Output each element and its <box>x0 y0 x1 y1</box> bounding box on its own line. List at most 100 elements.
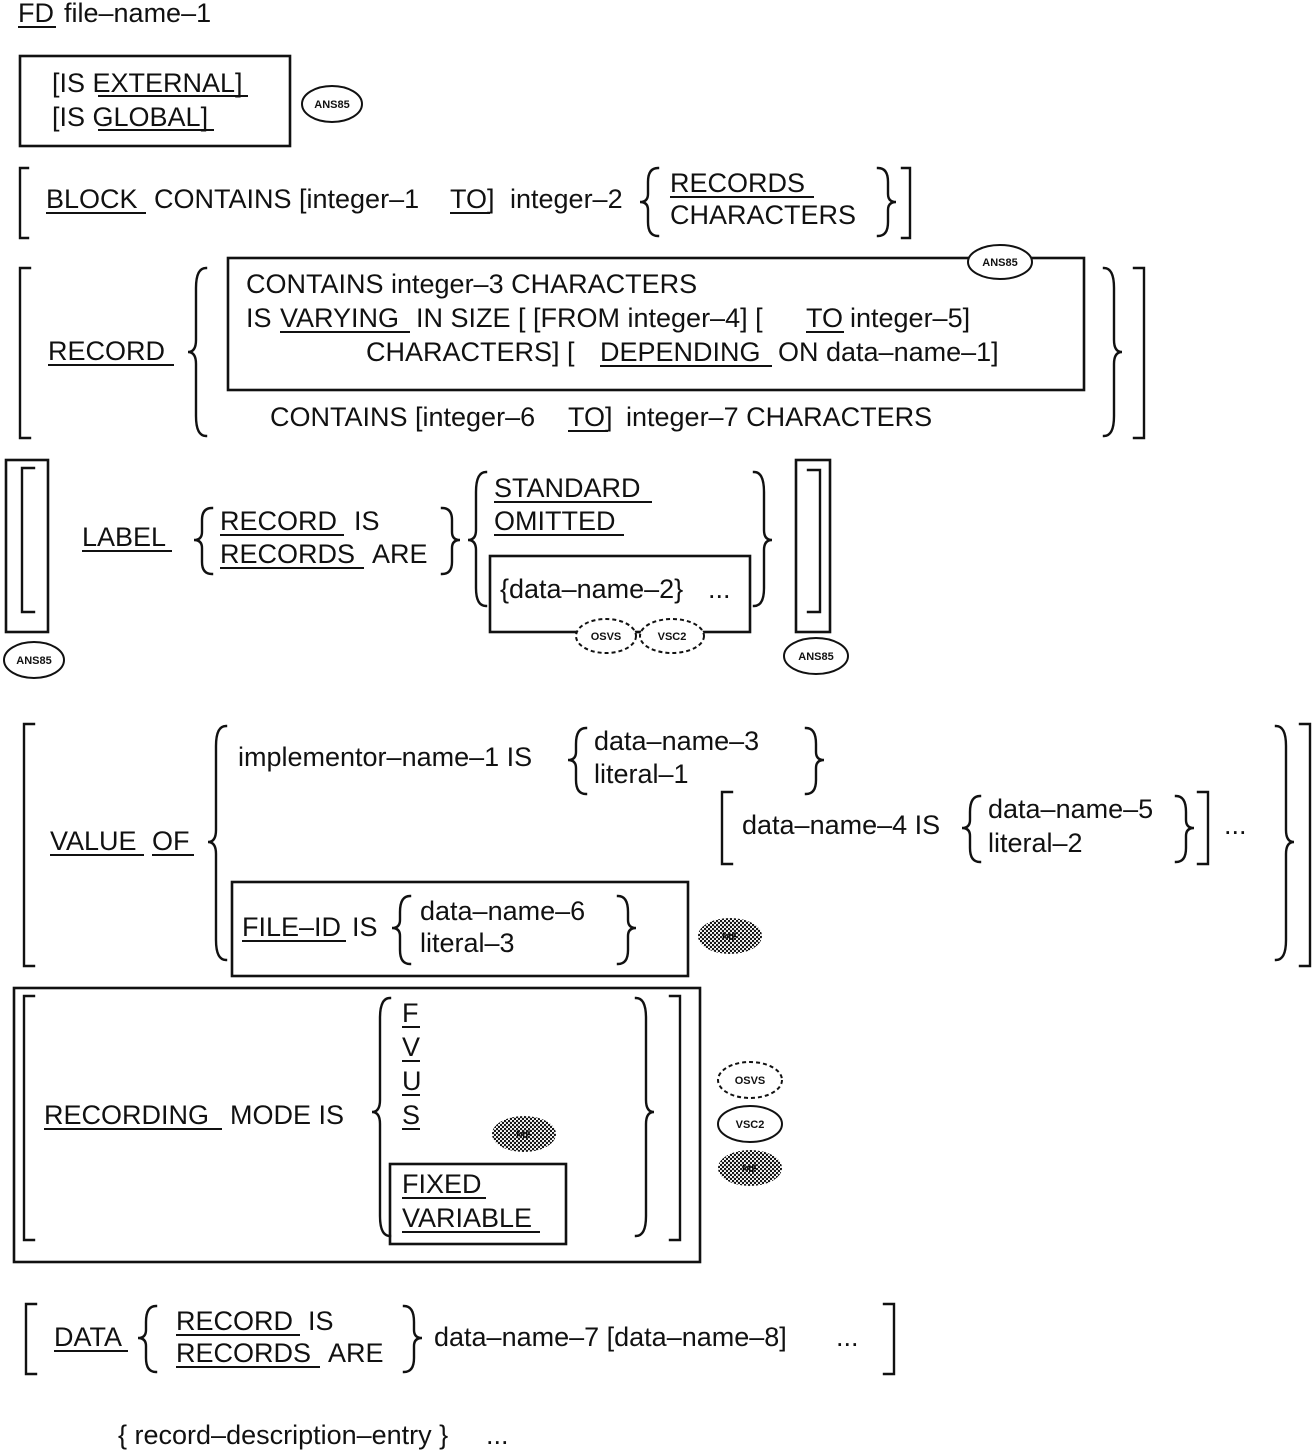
recording-mode-clause: RECORDING MODE IS F V U S MF FIXED VARIA… <box>12 986 783 1264</box>
label-left-box <box>4 458 50 634</box>
fd-header: FD file–name–1 <box>18 0 211 28</box>
svg-text:integer–7 CHARACTERS: integer–7 CHARACTERS <box>626 402 932 432</box>
ans85-badge: ANS85 <box>967 244 1033 280</box>
record-clause: RECORD ANS85 CONTAINS integer–3 CHARACTE… <box>18 244 1146 440</box>
svg-text:implementor–name–1 IS: implementor–name–1 IS <box>238 742 532 772</box>
osvs-badge: OSVS <box>717 1061 783 1099</box>
record-keyword: RECORD <box>48 336 165 366</box>
svg-text:ANS85: ANS85 <box>798 651 833 663</box>
value-of-clause: VALUE OF implementor–name–1 IS data–name… <box>22 722 1312 978</box>
block-characters: CHARACTERS <box>670 200 856 230</box>
block-keyword: BLOCK <box>46 184 138 214</box>
svg-text:{ record–description–entry }: { record–description–entry } <box>118 1420 448 1450</box>
omitted: OMITTED <box>494 506 616 536</box>
file-id-keyword: FILE–ID <box>242 912 341 942</box>
svg-text:MODE IS: MODE IS <box>230 1100 344 1130</box>
svg-text:CONTAINS [integer–6: CONTAINS [integer–6 <box>270 402 535 432</box>
mode-s: S <box>402 1100 420 1130</box>
external-global-clause: [IS EXTERNAL] [IS GLOBAL] ANS85 <box>18 54 363 148</box>
block-integer2: integer–2 <box>510 184 623 214</box>
svg-text:RECORDS: RECORDS <box>220 539 355 569</box>
svg-text:RECORDS: RECORDS <box>176 1338 311 1368</box>
is-global: [IS GLOBAL] <box>52 102 208 132</box>
svg-text:{data–name–2}: {data–name–2} <box>500 574 683 604</box>
svg-text:integer–5]: integer–5] <box>850 303 970 333</box>
svg-text:MF: MF <box>742 1163 758 1175</box>
svg-text:ARE: ARE <box>328 1338 384 1368</box>
varying-keyword: VARYING <box>280 303 399 333</box>
svg-text:literal–1: literal–1 <box>594 759 689 789</box>
svg-text:...: ... <box>836 1322 859 1352</box>
recording-keyword: RECORDING <box>44 1100 209 1130</box>
value-keyword: VALUE <box>50 826 137 856</box>
depending-keyword: DEPENDING <box>600 337 761 367</box>
svg-text:literal–3: literal–3 <box>420 928 515 958</box>
svg-text:OSVS: OSVS <box>591 631 622 643</box>
recording-mode-box <box>12 986 702 1264</box>
svg-text:MF: MF <box>722 931 738 943</box>
svg-text:ANS85: ANS85 <box>16 655 51 667</box>
fixed-variable-box <box>388 1162 568 1246</box>
fd-keyword: FD <box>18 0 54 28</box>
osvs-badge: OSVS <box>575 618 637 654</box>
svg-text:RECORD: RECORD <box>176 1306 293 1336</box>
svg-text:RECORD: RECORD <box>220 506 337 536</box>
ans85-badge: ANS85 <box>301 85 363 123</box>
record-line1: CONTAINS integer–3 CHARACTERS <box>246 269 697 299</box>
is-external: [IS EXTERNAL] <box>52 68 243 98</box>
mf-badge: MF <box>718 1150 782 1186</box>
svg-text:IS: IS <box>246 303 272 333</box>
variable: VARIABLE <box>402 1203 532 1233</box>
file-id-box <box>230 880 690 978</box>
svg-text:IN SIZE [ [FROM integer–4] [: IN SIZE [ [FROM integer–4] [ <box>416 303 763 333</box>
label-clause: ANS85 LABEL RECORD IS RECORDS ARE STANDA… <box>3 458 849 679</box>
svg-text:ANS85: ANS85 <box>982 257 1017 269</box>
block-records: RECORDS <box>670 168 805 198</box>
mode-u: U <box>402 1066 422 1096</box>
svg-text:TO: TO <box>806 303 843 333</box>
standard: STANDARD <box>494 473 641 503</box>
svg-text:data–name–3: data–name–3 <box>594 726 759 756</box>
svg-text:literal–2: literal–2 <box>988 828 1083 858</box>
record-varying-box <box>226 256 1086 392</box>
svg-text:OSVS: OSVS <box>735 1075 766 1087</box>
fixed: FIXED <box>402 1169 482 1199</box>
file-name: file–name–1 <box>64 0 211 28</box>
data-keyword: DATA <box>54 1322 122 1352</box>
mf-badge: MF <box>492 1116 556 1152</box>
label-right-box <box>794 458 832 634</box>
block-clause: BLOCK CONTAINS [integer–1 TO] integer–2 … <box>18 166 912 240</box>
svg-text:data–name–6: data–name–6 <box>420 896 585 926</box>
svg-text:VSC2: VSC2 <box>658 631 687 643</box>
of-keyword: OF <box>152 826 190 856</box>
svg-text:IS: IS <box>308 1306 334 1336</box>
svg-text:MF: MF <box>516 1129 532 1141</box>
label-keyword: LABEL <box>82 522 166 552</box>
svg-text:IS: IS <box>354 506 380 536</box>
mode-f: F <box>402 998 419 1028</box>
svg-text:ON data–name–1]: ON data–name–1] <box>778 337 999 367</box>
svg-text:...: ... <box>708 574 731 604</box>
vsc2-badge: VSC2 <box>717 1105 783 1143</box>
mf-badge: MF <box>698 918 762 954</box>
record-description-entry: { record–description–entry } ... <box>118 1420 509 1450</box>
svg-text:...: ... <box>1224 810 1247 840</box>
svg-text:VSC2: VSC2 <box>736 1119 765 1131</box>
svg-text:data–name–5: data–name–5 <box>988 794 1153 824</box>
ans85-badge: ANS85 <box>783 637 849 675</box>
svg-text:IS: IS <box>352 912 378 942</box>
svg-text:CHARACTERS] [: CHARACTERS] [ <box>366 337 575 367</box>
data-record-clause: DATA RECORD IS RECORDS ARE data–name–7 [… <box>24 1302 896 1376</box>
block-contains: CONTAINS [integer–1 <box>154 184 419 214</box>
svg-text:data–name–4 IS: data–name–4 IS <box>742 810 940 840</box>
external-global-box <box>18 54 292 148</box>
svg-text:ARE: ARE <box>372 539 428 569</box>
ans85-badge: ANS85 <box>3 641 65 679</box>
mode-v: V <box>402 1032 420 1062</box>
vsc2-badge: VSC2 <box>639 618 705 654</box>
svg-text:TO]: TO] <box>568 402 613 432</box>
svg-text:...: ... <box>486 1420 509 1450</box>
svg-text:data–name–7 [data–name–8]: data–name–7 [data–name–8] <box>434 1322 787 1352</box>
svg-text:ANS85: ANS85 <box>314 99 349 111</box>
